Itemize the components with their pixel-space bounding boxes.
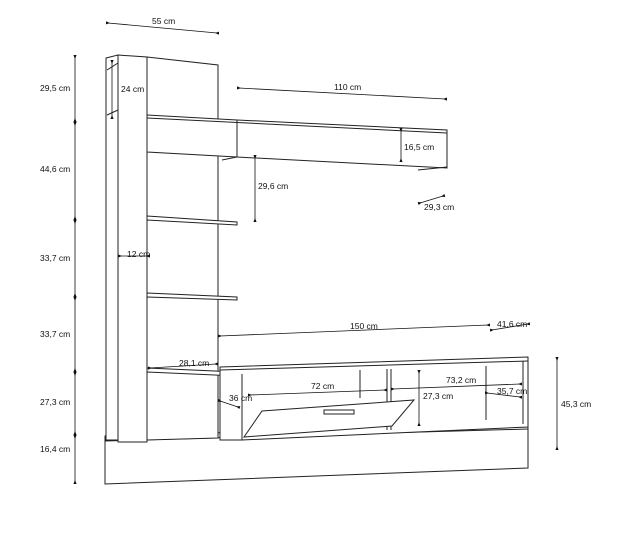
- tv-unit: [219, 356, 529, 441]
- dimension-lines: [73, 21, 559, 484]
- label-plinth-height: 16,4 cm: [40, 444, 70, 454]
- tower-back-panel: [146, 56, 219, 441]
- door-handle: [323, 409, 355, 415]
- label-width-top: 55 cm: [152, 16, 175, 26]
- label-comp-depth-left: 36 cm: [229, 393, 252, 403]
- flap-door: [242, 399, 416, 438]
- label-h-27-left: 27,3 cm: [40, 397, 70, 407]
- label-comp-left-width: 72 cm: [311, 381, 334, 391]
- dimension-labels: 55 cm 29,5 cm 24 cm 110 cm 44,6 cm 16,5 …: [40, 16, 591, 454]
- label-tv-width: 150 cm: [350, 321, 378, 331]
- label-gap-under-bridge: 29,6 cm: [258, 181, 288, 191]
- label-tv-height: 45,3 cm: [561, 399, 591, 409]
- label-h-33b: 33,7 cm: [40, 329, 70, 339]
- label-h-33a: 33,7 cm: [40, 253, 70, 263]
- label-tv-depth: 41,6 cm: [497, 319, 527, 329]
- tower-side: [105, 54, 148, 443]
- label-bridge-depth: 29,3 cm: [424, 202, 454, 212]
- label-shelf-28: 28,1 cm: [179, 358, 209, 368]
- label-bridge-height: 16,5 cm: [404, 142, 434, 152]
- label-comp-depth-right: 35,7 cm: [497, 386, 527, 396]
- label-h-top: 29,5 cm: [40, 83, 70, 93]
- label-comp-height: 27,3 cm: [423, 391, 453, 401]
- label-tower-depth: 12 cm: [127, 249, 150, 259]
- label-inner-24: 24 cm: [121, 84, 144, 94]
- label-comp-right-width: 73,2 cm: [446, 375, 476, 385]
- label-h-44: 44,6 cm: [40, 164, 70, 174]
- top-bridge: [146, 114, 448, 171]
- label-bridge-width: 110 cm: [334, 82, 361, 92]
